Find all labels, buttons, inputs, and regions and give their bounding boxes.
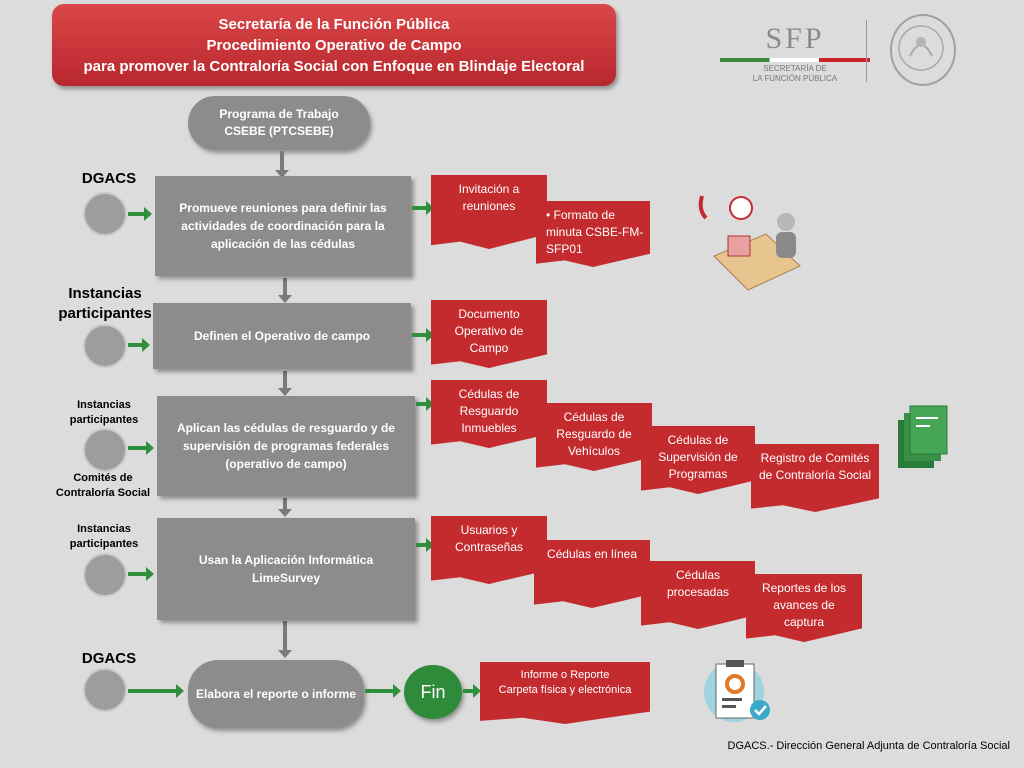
actor-label-comites: Comités de Contraloría Social	[48, 471, 158, 501]
end-node: Fin	[404, 665, 462, 719]
green-arrow	[412, 328, 434, 342]
doc-usuarios-contrasenas: Usuarios y Contraseñas	[431, 516, 547, 584]
green-arrow	[128, 338, 150, 352]
title-line-3: para promover la Contraloría Social con …	[83, 57, 585, 75]
doc5-line1: Informe o Reporte	[520, 669, 610, 681]
flow-arrow-1	[275, 151, 289, 178]
actor-label-instancias-4: Instancias participantes	[56, 522, 152, 552]
doc-cedulas-en-linea: Cédulas en línea	[534, 540, 650, 608]
start-program-node: Programa de Trabajo CSEBE (PTCSEBE)	[188, 96, 370, 150]
green-arrow	[128, 207, 152, 221]
doc-registro-comites: Registro de Comités de Contraloría Socia…	[751, 444, 879, 512]
green-arrow	[416, 538, 434, 552]
actor4-line1: Instancias	[77, 523, 131, 535]
doc-reportes-avances: Reportes de los avances de captura	[746, 574, 862, 642]
clipboard-report-icon	[704, 658, 772, 724]
actor-icon	[83, 553, 127, 597]
sfp-logo-abbr: SFP	[765, 22, 825, 55]
step-usan-limesurvey: Usan la Aplicación Informática LimeSurve…	[157, 518, 415, 620]
doc-invitacion: Invitación a reuniones	[431, 175, 547, 249]
actor-icon	[83, 192, 127, 236]
sfp-logo-sub1: SECRETARÍA DE	[763, 64, 827, 73]
doc-informe-reporte: Informe o Reporte Carpeta física y elect…	[480, 662, 650, 724]
office-worker-icon	[696, 186, 804, 296]
actor4-line2: participantes	[69, 538, 139, 550]
actor-icon	[83, 668, 127, 712]
sfp-logo-sub2: LA FUNCIÓN PÚBLICA	[752, 74, 838, 83]
actor2-line2: participantes	[58, 305, 152, 322]
doc-cedulas-inmuebles: Cédulas de Resguardo Inmuebles	[431, 380, 547, 448]
actor3-line2: participantes	[69, 414, 139, 426]
step-promueve-reuniones: Promueve reuniones para definir las acti…	[155, 176, 411, 276]
title-line-2: Procedimiento Operativo de Campo	[206, 36, 462, 54]
step-elabora-reporte: Elabora el reporte o informe	[188, 660, 364, 728]
actor-icon	[83, 324, 127, 368]
doc5-line2: Carpeta física y electrónica	[498, 684, 632, 696]
actor3-bottom2: Contraloría Social	[55, 487, 151, 499]
actor-label-dgacs-1: DGACS	[81, 170, 137, 187]
flag-stripe	[720, 58, 870, 62]
actor3-line1: Instancias	[77, 399, 131, 411]
green-arrow	[128, 441, 154, 455]
green-arrow	[463, 684, 481, 698]
flow-arrow-4	[278, 498, 292, 517]
sfp-logo: SFP SECRETARÍA DE LA FUNCIÓN PÚBLICA	[720, 22, 870, 92]
flow-arrow-2	[278, 278, 292, 303]
seal-icon	[890, 14, 956, 86]
doc-operativo-campo: Documento Operativo de Campo	[431, 300, 547, 368]
doc-cedulas-vehiculos: Cédulas de Resguardo de Vehículos	[536, 403, 652, 471]
green-arrow	[128, 567, 154, 581]
green-arrow	[365, 684, 401, 698]
step-aplican-cedulas: Aplican las cédulas de resguardo y de su…	[157, 396, 415, 496]
actor2-line1: Instancias	[68, 285, 142, 302]
actor-icon	[83, 428, 127, 472]
flow-arrow-3	[278, 371, 292, 396]
doc-formato-minuta: • Formato de minuta CSBE-FM-SFP01	[536, 201, 650, 267]
doc-cedulas-supervision: Cédulas de Supervisión de Programas	[641, 426, 755, 494]
actor-label-instancias-3: Instancias participantes	[56, 398, 152, 428]
green-arrow	[412, 201, 434, 215]
title-banner: Secretaría de la Función Pública Procedi…	[52, 4, 616, 86]
logo-divider	[866, 20, 867, 82]
actor-label-dgacs-5: DGACS	[81, 650, 137, 667]
title-line-1: Secretaría de la Función Pública	[218, 15, 450, 33]
actor3-bottom1: Comités de	[73, 472, 133, 484]
start-line-2: CSEBE (PTCSEBE)	[224, 124, 334, 138]
actor-label-instancias-2: Instancias participantes	[50, 284, 160, 324]
doc-cedulas-procesadas: Cédulas procesadas	[641, 561, 755, 629]
flow-arrow-5	[278, 621, 292, 658]
step-definen-operativo: Definen el Operativo de campo	[153, 303, 411, 369]
start-line-1: Programa de Trabajo	[219, 107, 339, 121]
green-binder-icon	[898, 404, 948, 470]
green-arrow	[128, 684, 184, 698]
footer-note: DGACS.- Dirección General Adjunta de Con…	[727, 740, 1010, 752]
green-arrow	[416, 397, 434, 411]
